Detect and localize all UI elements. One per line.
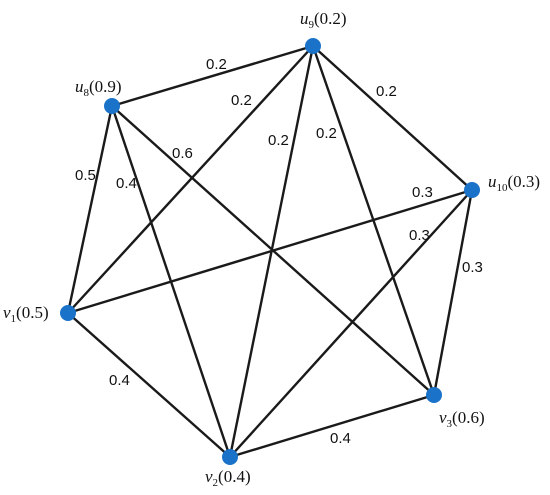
nodes-layer [60, 38, 480, 465]
node-symbol: v [439, 408, 447, 427]
edge-label-v3-u9: 0.2 [316, 125, 337, 142]
node-subscript: 9 [309, 19, 315, 31]
node-label-v3: v3(0.6) [439, 408, 485, 430]
edge-v1-v2 [66, 311, 232, 459]
edge-u9-u10 [311, 44, 474, 192]
node-v2 [222, 449, 238, 465]
edge-label-v1-u9: 0.2 [231, 92, 252, 109]
edge-label-v2-u9: 0.2 [268, 132, 289, 149]
edge-label-u9-u10: 0.2 [376, 83, 397, 100]
node-symbol: u [300, 9, 309, 28]
edge-v1-u9 [66, 44, 315, 315]
edge-label-u8-v3: 0.6 [172, 145, 193, 162]
node-subscript: 10 [497, 182, 509, 194]
node-label-u10: u10(0.3) [488, 172, 540, 194]
node-subscript: 8 [84, 87, 90, 99]
node-symbol: v [205, 467, 213, 486]
edge-label-v1-u10: 0.3 [412, 184, 433, 201]
edge-u8-v1 [66, 104, 114, 315]
node-value: (0.6) [452, 408, 485, 427]
node-u10 [464, 182, 480, 198]
node-symbol: u [488, 172, 497, 191]
node-labels-layer: u9(0.2)u8(0.9)u10(0.3)v1(0.5)v3(0.6)v2(0… [3, 9, 540, 489]
edge-label-u8-v1: 0.5 [75, 167, 96, 184]
node-label-v1: v1(0.5) [3, 303, 49, 325]
edge-label-v2-v3: 0.4 [330, 430, 351, 447]
edge-v3-u10 [432, 188, 474, 397]
node-subscript: 2 [213, 477, 219, 489]
node-label-v2: v2(0.4) [205, 467, 251, 489]
edge-labels-layer: 0.2 0.2 0.2 0.2 0.2 0.6 0.5 0.4 0.3 0.3 0.3 0.4 0.4 [75, 56, 483, 447]
node-value: (0.9) [89, 77, 122, 96]
node-v1 [60, 305, 76, 321]
edge-label-v3-u10: 0.3 [462, 259, 483, 276]
node-subscript: 1 [11, 313, 17, 325]
node-label-u9: u9(0.2) [300, 9, 347, 31]
edges-layer [66, 44, 474, 459]
edge-v1-u10 [66, 188, 474, 315]
node-value: (0.2) [314, 9, 347, 28]
node-label-u8: u8(0.9) [75, 77, 122, 99]
node-symbol: u [75, 77, 84, 96]
edge-u8-u9 [110, 44, 315, 108]
edge-v2-u10 [228, 188, 474, 459]
node-u9 [305, 38, 321, 54]
node-value: (0.3) [508, 172, 541, 191]
edge-label-u8-u9: 0.2 [206, 56, 227, 73]
node-value: (0.4) [218, 467, 251, 486]
node-symbol: v [3, 303, 11, 322]
edge-label-v2-u10: 0.3 [409, 227, 430, 244]
edge-v2-v3 [228, 393, 436, 459]
node-v3 [426, 387, 442, 403]
node-value: (0.5) [16, 303, 49, 322]
node-u8 [104, 98, 120, 114]
node-subscript: 3 [447, 418, 453, 430]
edge-label-v1-v2: 0.4 [109, 372, 130, 389]
edge-label-u8-v2: 0.4 [116, 175, 137, 192]
